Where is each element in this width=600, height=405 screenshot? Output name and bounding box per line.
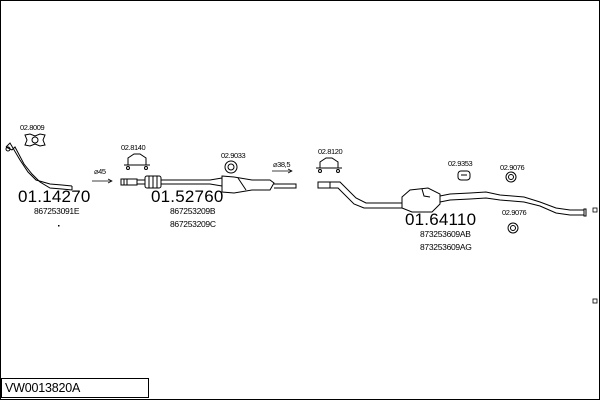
ring-02-9033-icon bbox=[224, 160, 238, 174]
clamp-02-8120-icon bbox=[316, 157, 342, 173]
section-oem-1a: 867253091E bbox=[34, 206, 80, 216]
tailpipe-end-marker bbox=[592, 207, 598, 213]
section-oem-2a: 867253209B bbox=[170, 206, 216, 216]
rear-pipe-01-64110 bbox=[317, 181, 587, 217]
section-code-3: 01.64110 bbox=[405, 210, 477, 229]
section-code-2: 01.52760 bbox=[151, 187, 224, 206]
part-label-3: 02.9033 bbox=[221, 151, 246, 160]
clamp-02-8140-icon bbox=[124, 153, 150, 170]
part-label-2: 02.8140 bbox=[121, 143, 146, 152]
diagram-title: VW0013820A bbox=[5, 381, 81, 395]
dimension-label-1: ⌀45 bbox=[94, 167, 106, 176]
hanger-02-9353-icon bbox=[457, 170, 471, 181]
part-label-7: 02.9076 bbox=[502, 208, 527, 217]
front-pipe-01-14270 bbox=[5, 142, 73, 191]
section-oem-3b: 873253609AG bbox=[420, 242, 472, 252]
part-label-4: 02.8120 bbox=[318, 147, 343, 156]
middle-pipe-01-52760 bbox=[120, 175, 297, 194]
section-oem-2b: 867253209C bbox=[170, 219, 216, 229]
gasket-02-8009-icon bbox=[24, 133, 46, 147]
title-box bbox=[1, 378, 149, 398]
dimension-label-2: ⌀38,5 bbox=[273, 160, 291, 169]
ring-02-9076-lower-icon bbox=[507, 222, 519, 234]
frame-marker bbox=[592, 298, 598, 304]
part-label-5: 02.9353 bbox=[448, 159, 473, 168]
part-label-6: 02.9076 bbox=[500, 163, 525, 172]
part-label-1: 02.8009 bbox=[20, 123, 45, 132]
ring-02-9076-upper-icon bbox=[505, 171, 517, 183]
section-oem-3a: 873253609AB bbox=[420, 229, 471, 239]
diameter-38-5-arrow bbox=[272, 168, 293, 174]
diameter-45-arrow bbox=[92, 178, 113, 184]
dot-marker bbox=[58, 225, 60, 227]
section-code-1: 01.14270 bbox=[18, 187, 91, 206]
